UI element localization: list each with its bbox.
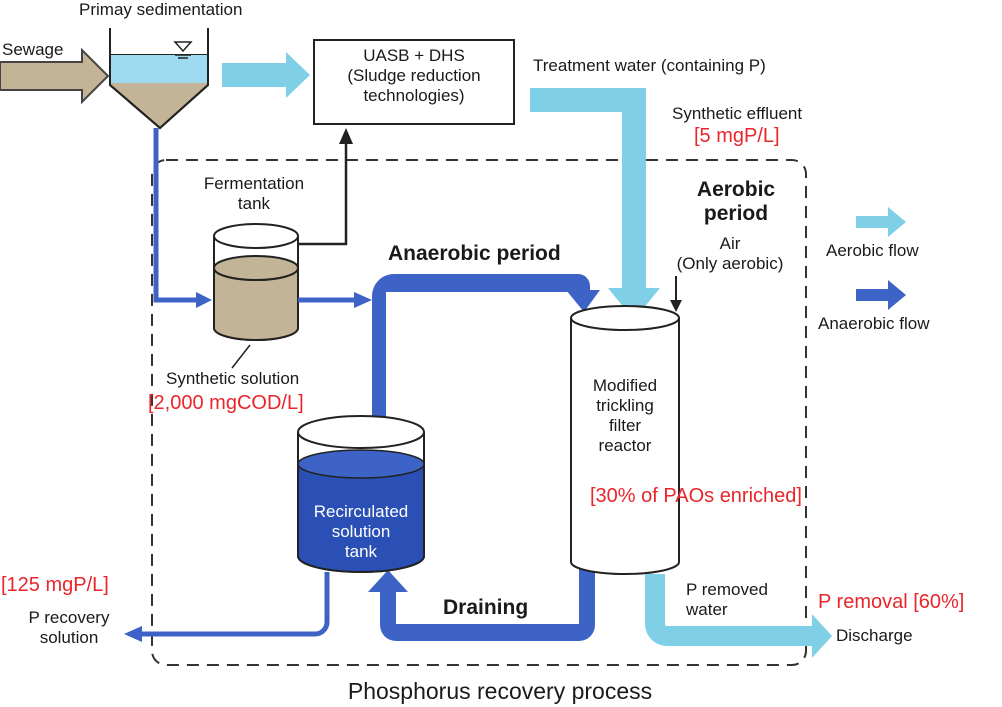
fermentation-tank [213, 223, 299, 341]
aerobic-period-label: Aerobic period [680, 178, 792, 226]
reactor-line4: reactor [598, 436, 652, 455]
p-recovery-line1: P recovery [28, 608, 110, 627]
anaerobic-period-label: Anaerobic period [388, 242, 561, 265]
discharge-flow [645, 574, 832, 658]
p-removed-line1: P removed [686, 580, 768, 599]
aerobic-period-line2: period [703, 202, 769, 225]
air-label: Air (Only aerobic) [650, 234, 810, 274]
uasb-line3: technologies) [363, 86, 465, 105]
uasb-box [313, 39, 515, 125]
synthetic-effluent-label: Synthetic effluent [672, 104, 803, 123]
sedimentation-to-fermentation-flow [153, 128, 198, 303]
sewage-label: Sewage [2, 40, 64, 59]
recirc-line1: Recirculated [313, 502, 409, 521]
discharge-label: Discharge [836, 626, 913, 645]
fermentation-to-uasb-line [298, 142, 348, 246]
p-removed-line2: water [686, 600, 728, 619]
uasb-line1: UASB + DHS [363, 46, 465, 65]
recovery-concentration: [125 mgP/L] [1, 574, 109, 596]
p-recovery-label: P recovery solution [14, 608, 124, 648]
legend-aerobic-label: Aerobic flow [826, 241, 919, 260]
fermentation-tank-label: Fermentation tank [194, 174, 314, 214]
uasb-label: UASB + DHS (Sludge reduction technologie… [314, 46, 514, 106]
reactor-line2: trickling [596, 396, 654, 415]
recirculated-tank [297, 415, 425, 573]
recirc-line3: tank [344, 542, 378, 561]
p-recovery-line2: solution [39, 628, 99, 647]
water-level-icon [173, 41, 193, 53]
anaerobic-flow-to-reactor [372, 274, 600, 428]
air-line2: (Only aerobic) [676, 254, 784, 273]
aerobic-period-line1: Aerobic [696, 178, 776, 201]
reactor-line3: filter [608, 416, 642, 435]
effluent-concentration: [5 mgP/L] [694, 125, 780, 147]
uasb-line2: (Sludge reduction [347, 66, 481, 85]
legend-anaerobic-label: Anaerobic flow [818, 314, 930, 333]
p-removed-water-label: P removed water [686, 580, 768, 620]
recirc-line2: solution [331, 522, 391, 541]
sewage-arrow [0, 47, 110, 105]
reactor-line1: Modified [592, 376, 658, 395]
p-recovery-outflow [140, 572, 330, 637]
recirculated-tank-label: Recirculated solution tank [298, 502, 424, 562]
draining-flow [368, 562, 595, 641]
synthetic-solution-concentration: [2,000 mgCOD/L] [148, 392, 304, 414]
synthetic-solution-label: Synthetic solution [166, 369, 300, 388]
sedimentation-tank [109, 28, 209, 130]
fermentation-line2: tank [237, 194, 271, 213]
reactor-label: Modified trickling filter reactor [571, 376, 679, 456]
process-title: Phosphorus recovery process [347, 678, 653, 704]
primary-sedimentation-label: Primay sedimentation [79, 0, 243, 19]
paos-label: [30% of PAOs enriched] [590, 485, 802, 507]
fermentation-line1: Fermentation [203, 174, 305, 193]
legend-anaerobic-arrow-icon [856, 280, 906, 310]
process-boundary [151, 159, 807, 666]
draining-label: Draining [443, 596, 529, 619]
p-removal-label: P removal [60%] [818, 591, 965, 613]
air-line1: Air [719, 234, 741, 253]
aerobic-arrow-to-uasb [222, 52, 310, 98]
trickling-filter-reactor [570, 305, 680, 575]
treatment-water-label: Treatment water (containing P) [533, 56, 766, 75]
legend-aerobic-arrow-icon [856, 207, 906, 237]
treatment-water-flow [530, 88, 660, 320]
